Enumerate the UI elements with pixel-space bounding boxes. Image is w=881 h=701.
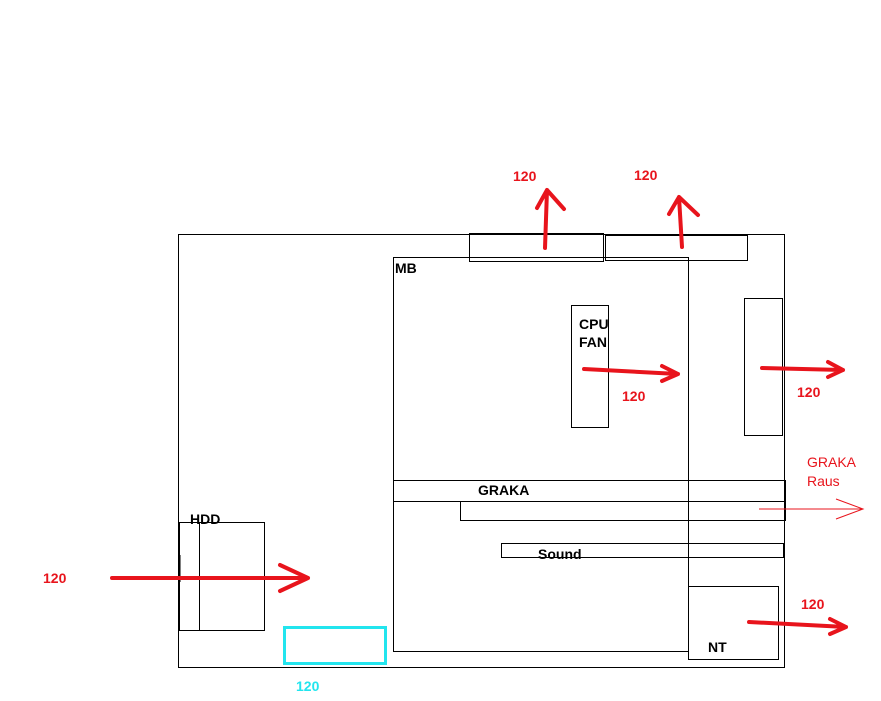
cpu-fan [571, 305, 609, 428]
arrow-front [110, 563, 310, 593]
top-fan-left [469, 233, 604, 262]
arrow-top-right [667, 195, 700, 249]
case-outline [178, 234, 785, 668]
arrow-rear [760, 360, 845, 379]
fan-size-rear: 120 [797, 384, 821, 400]
fan-size-top-right: 120 [634, 167, 658, 183]
sound-card [501, 543, 784, 558]
top-fan-right [605, 235, 748, 261]
graphics-card-body [460, 501, 785, 521]
arrow-psu [747, 617, 848, 636]
fan-size-cpu: 120 [622, 388, 646, 404]
nt-label: NT [708, 639, 727, 655]
arrow-top-left [535, 188, 566, 250]
graphics-card [393, 480, 785, 502]
mb-label: MB [395, 260, 417, 276]
hdd-label: HDD [190, 511, 220, 527]
cpu-fan-label-2: FAN [579, 334, 607, 350]
graka-raus-label-1: GRAKA [807, 454, 857, 470]
arrow-cpu [582, 364, 680, 383]
fan-size-top-left: 120 [513, 168, 537, 184]
bottom-fan [283, 626, 387, 665]
arrow-graka-out [759, 498, 865, 520]
fan-size-psu: 120 [801, 596, 825, 612]
mainboard [393, 257, 689, 652]
sound-label: Sound [538, 546, 582, 562]
cpu-fan-label-1: CPU [579, 316, 609, 332]
graka-label: GRAKA [478, 482, 529, 498]
fan-size-bottom: 120 [296, 678, 320, 694]
graka-raus-label-2: Raus [807, 473, 840, 489]
fan-size-front: 120 [43, 570, 67, 586]
